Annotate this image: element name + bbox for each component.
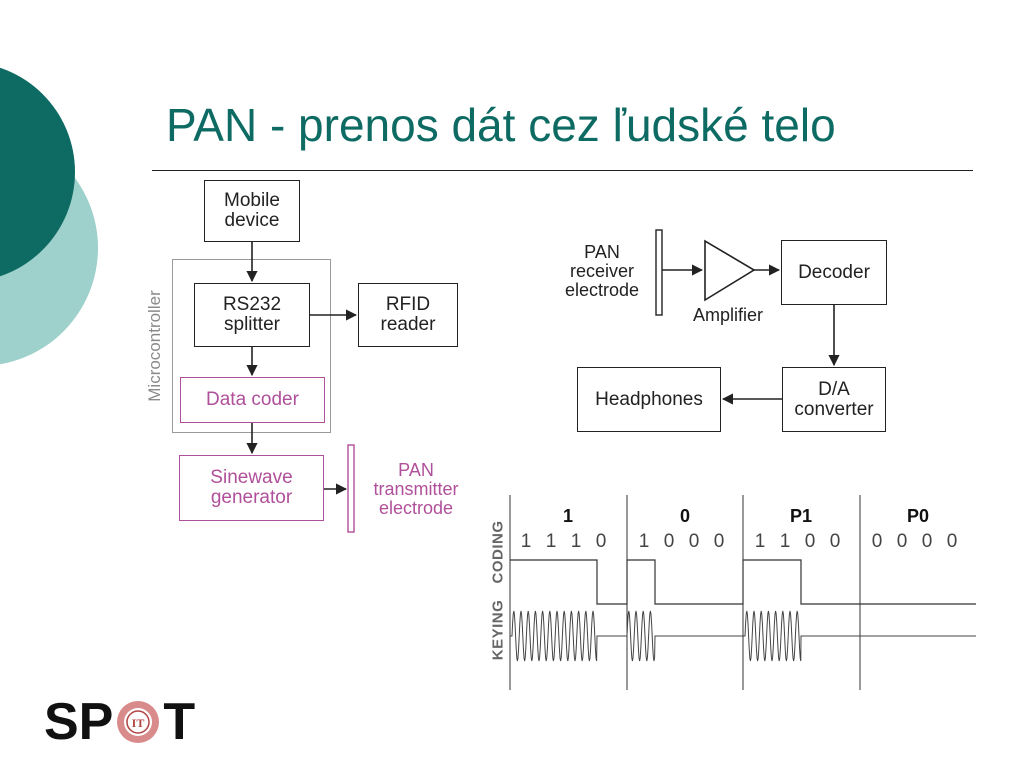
- bit-digit: 0: [713, 531, 725, 552]
- headphones-box: Headphones: [577, 367, 721, 432]
- slide-title: PAN - prenos dát cez ľudské telo: [166, 99, 836, 151]
- title-divider: [152, 170, 973, 171]
- da-converter-box: D/A converter: [782, 367, 886, 432]
- transmitter-electrode-plate: [347, 444, 355, 533]
- amplifier-label: Amplifier: [692, 305, 763, 325]
- rs232-splitter-box: RS232 splitter: [194, 283, 310, 347]
- bit-digit: 0: [946, 531, 958, 552]
- symbol-label: 1: [562, 506, 574, 526]
- coding-waveform: [510, 559, 976, 605]
- bit-digit: 1: [754, 531, 766, 552]
- bit-digit: 0: [829, 531, 841, 552]
- bit-digit: 0: [688, 531, 700, 552]
- rfid-reader-box: RFID reader: [358, 283, 458, 347]
- logo-emblem-icon: IT: [117, 701, 160, 743]
- bit-digit: 1: [545, 531, 557, 552]
- logo-emblem-letters: IT: [132, 716, 145, 730]
- symbol-label: P1: [789, 506, 813, 526]
- logo-text-right: T: [163, 693, 196, 751]
- receiver-electrode-plate: [655, 229, 663, 316]
- decorative-circles: [0, 67, 98, 365]
- data-coder-box: Data coder: [180, 377, 325, 423]
- symbol-label: P0: [906, 506, 930, 526]
- bit-digit: 1: [638, 531, 650, 552]
- pan-receiver-electrode-label: PAN receiver electrode: [564, 242, 640, 300]
- bit-digit: 0: [921, 531, 933, 552]
- spot-logo: SP IT T: [44, 692, 195, 752]
- coding-label: CODING: [489, 520, 507, 584]
- amplifier-triangle: [704, 239, 756, 302]
- bit-digit: 1: [520, 531, 532, 552]
- bit-digit: 0: [663, 531, 675, 552]
- symbol-label: 0: [679, 506, 691, 526]
- bit-digit: 1: [570, 531, 582, 552]
- sinewave-generator-box: Sinewave generator: [179, 455, 324, 521]
- mobile-device-box: Mobile device: [204, 180, 300, 242]
- keying-label: KEYING: [489, 599, 507, 661]
- keying-waveform: [510, 610, 976, 662]
- decoder-box: Decoder: [781, 240, 887, 305]
- logo-text-left: SP: [44, 693, 114, 751]
- bit-digit: 0: [595, 531, 607, 552]
- bit-digit: 0: [896, 531, 908, 552]
- bit-digit: 0: [871, 531, 883, 552]
- pan-transmitter-electrode-label: PAN transmitter electrode: [373, 460, 459, 518]
- bit-digit: 1: [779, 531, 791, 552]
- bit-digit: 0: [804, 531, 816, 552]
